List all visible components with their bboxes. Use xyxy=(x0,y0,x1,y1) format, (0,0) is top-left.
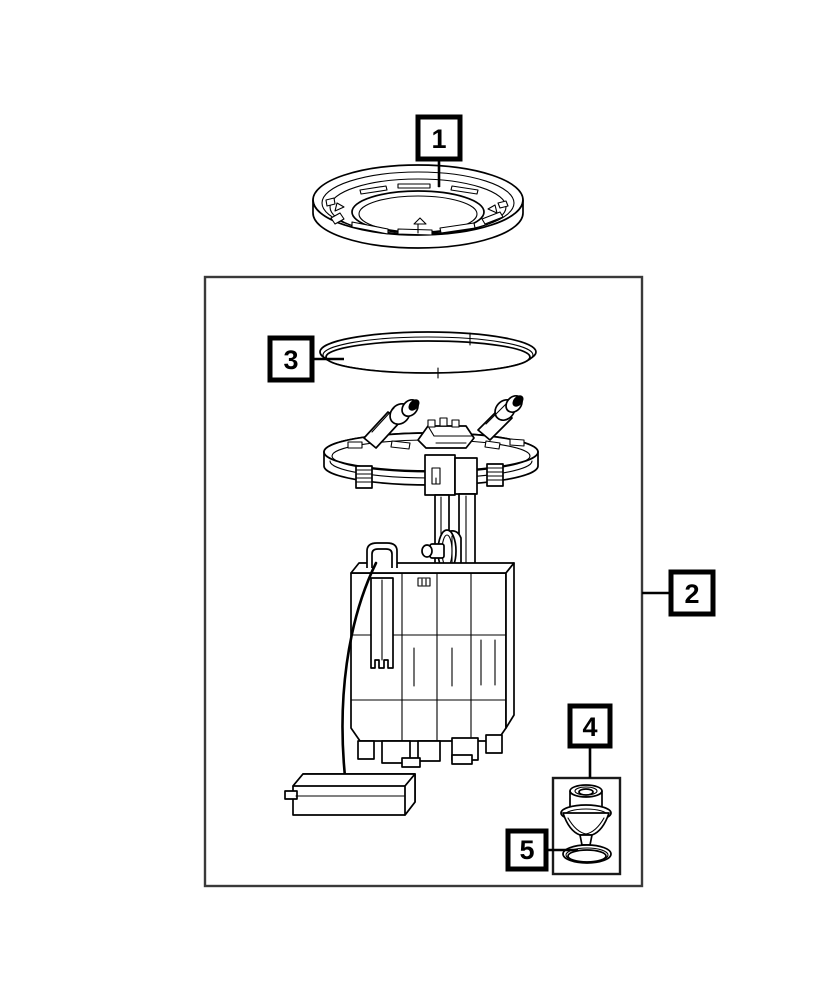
callout-2-number: 2 xyxy=(684,579,699,609)
canister-right-slots xyxy=(413,639,496,687)
callout-4-number: 4 xyxy=(582,712,597,742)
callout-1[interactable]: 1 xyxy=(415,114,463,162)
canister-bottom-feet xyxy=(357,734,503,768)
part-o-ring-gasket xyxy=(319,331,537,379)
fuel-line-nipple-right xyxy=(477,394,524,441)
regulator-group-frame xyxy=(551,776,622,876)
canister-left-bracket xyxy=(366,542,398,669)
part-fuel-pump-module-assembly xyxy=(284,394,539,816)
callout-2[interactable]: 2 xyxy=(668,569,716,617)
fuel-line-nipple-left xyxy=(363,398,420,449)
lock-ring-tabs xyxy=(325,183,509,236)
callout-3-number: 3 xyxy=(283,345,298,375)
part-lock-ring xyxy=(312,164,524,249)
fuel-level-float-arm xyxy=(341,561,378,788)
callout-1-number: 1 xyxy=(431,124,446,154)
flange-stud-right xyxy=(486,463,504,487)
flange-stud-left xyxy=(355,465,373,489)
flange-tabs xyxy=(347,438,525,450)
assembly-group-frame xyxy=(203,275,644,888)
part-regulator-o-ring xyxy=(562,844,612,864)
callout-5-number: 5 xyxy=(519,835,534,865)
electrical-connector-top xyxy=(417,417,475,449)
fuel-level-float-block xyxy=(284,773,416,816)
callout-3[interactable]: 3 xyxy=(267,335,315,383)
lock-ring-detents xyxy=(334,202,498,225)
callout-5[interactable]: 5 xyxy=(505,828,549,872)
module-center-housing xyxy=(424,454,478,496)
callout-4[interactable]: 4 xyxy=(567,703,613,749)
part-fuel-pressure-regulator xyxy=(560,784,612,852)
